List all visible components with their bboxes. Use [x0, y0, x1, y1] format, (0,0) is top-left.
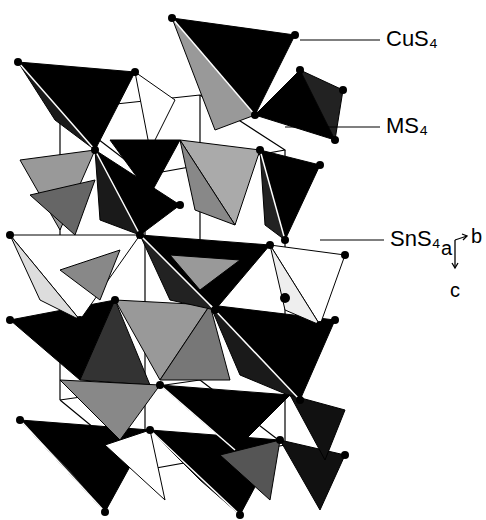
- axis-label: b: [471, 226, 482, 246]
- structure-label: MS₄: [386, 115, 428, 137]
- axis-label: a: [441, 238, 452, 258]
- leader-line: [285, 40, 384, 240]
- structure-label: CuS₄: [386, 28, 438, 50]
- structure-label: SnS₄: [390, 228, 441, 250]
- axis-arrows: [452, 234, 467, 268]
- axis-label: c: [450, 280, 460, 300]
